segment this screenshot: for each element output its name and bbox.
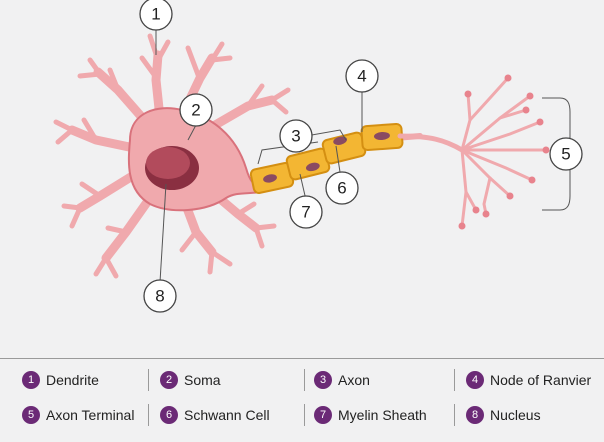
legend-badge: 5 bbox=[22, 406, 40, 424]
callout-1: 1 bbox=[139, 0, 173, 31]
legend-badge: 6 bbox=[160, 406, 178, 424]
svg-text:8: 8 bbox=[155, 287, 164, 306]
neuron-diagram: 1 2 3 4 5 6 7 8 bbox=[53, 0, 583, 313]
legend-item-axon: 3 Axon bbox=[314, 369, 370, 391]
legend-item-schwann-cell: 6 Schwann Cell bbox=[160, 404, 270, 426]
callout-8: 8 bbox=[143, 279, 177, 313]
legend-label: Axon Terminal bbox=[46, 407, 135, 423]
legend-item-myelin-sheath: 7 Myelin Sheath bbox=[314, 404, 427, 426]
legend-item-nucleus: 8 Nucleus bbox=[466, 404, 541, 426]
legend-badge: 7 bbox=[314, 406, 332, 424]
legend-item-dendrite: 1 Dendrite bbox=[22, 369, 99, 391]
legend-label: Schwann Cell bbox=[184, 407, 270, 423]
svg-text:4: 4 bbox=[357, 67, 366, 86]
legend-badge: 8 bbox=[466, 406, 484, 424]
legend-divider bbox=[454, 369, 455, 391]
legend-label: Myelin Sheath bbox=[338, 407, 427, 423]
legend-label: Dendrite bbox=[46, 372, 99, 388]
myelin-sheath bbox=[249, 122, 404, 194]
svg-text:7: 7 bbox=[301, 203, 310, 222]
legend-divider bbox=[304, 404, 305, 426]
legend-badge: 3 bbox=[314, 371, 332, 389]
nucleus bbox=[145, 146, 199, 190]
legend-badge: 1 bbox=[22, 371, 40, 389]
callout-3: 3 bbox=[279, 119, 313, 153]
legend-badge: 2 bbox=[160, 371, 178, 389]
legend-label: Nucleus bbox=[490, 407, 541, 423]
dendrites bbox=[53, 33, 291, 279]
legend-item-axon-terminal: 5 Axon Terminal bbox=[22, 404, 134, 426]
callout-4: 4 bbox=[345, 59, 379, 93]
legend-item-node-of-ranvier: 4 Node of Ranvier bbox=[466, 369, 591, 391]
legend-label: Axon bbox=[338, 372, 370, 388]
legend-label: Soma bbox=[184, 372, 221, 388]
svg-text:6: 6 bbox=[337, 179, 346, 198]
callout-6: 6 bbox=[325, 171, 359, 205]
legend-badge: 4 bbox=[466, 371, 484, 389]
svg-text:3: 3 bbox=[291, 127, 300, 146]
legend-divider bbox=[148, 404, 149, 426]
legend-item-soma: 2 Soma bbox=[160, 369, 221, 391]
legend-divider bbox=[454, 404, 455, 426]
svg-text:5: 5 bbox=[561, 145, 570, 164]
svg-text:1: 1 bbox=[151, 5, 160, 24]
axon-terminal bbox=[397, 74, 550, 230]
legend-divider bbox=[304, 369, 305, 391]
legend-divider bbox=[148, 369, 149, 391]
svg-text:2: 2 bbox=[191, 101, 200, 120]
legend: 1 Dendrite 2 Soma 3 Axon 4 Node of Ranvi… bbox=[0, 358, 604, 442]
legend-label: Node of Ranvier bbox=[490, 372, 592, 388]
callout-2: 2 bbox=[179, 93, 213, 127]
callout-7: 7 bbox=[289, 195, 323, 229]
callout-5: 5 bbox=[549, 137, 583, 171]
